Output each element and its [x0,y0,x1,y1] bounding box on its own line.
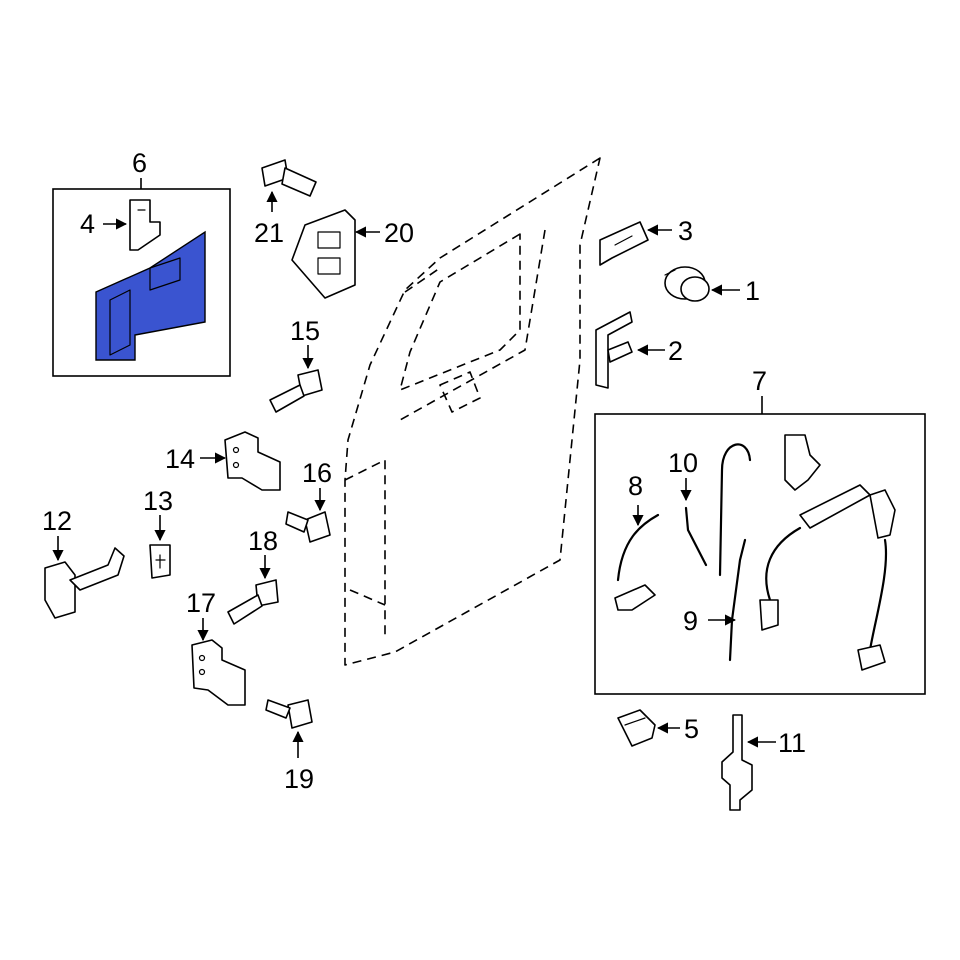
lock-actuator[interactable] [759,434,896,671]
part-15-bolt[interactable] [269,369,323,413]
part-3-clip[interactable] [599,221,649,266]
part-16-bolt[interactable] [285,511,331,543]
callout-19: 19 [284,764,314,794]
callout-12: 12 [42,506,72,536]
part-2-bracket[interactable] [595,311,633,389]
callout-3: 3 [678,216,693,246]
part-14-hinge[interactable] [224,431,281,491]
callout-4: 4 [80,209,95,239]
door-outline [344,157,601,666]
part-5-bumper[interactable] [617,709,656,747]
part-9-rod[interactable] [728,538,747,662]
callout-6: 6 [132,148,147,178]
highlighted-part-door-shield[interactable] [95,230,206,361]
kit-box-7 [594,413,926,695]
part-13-clip[interactable] [149,544,171,579]
part-4-clip[interactable] [129,199,161,251]
callout-15: 15 [290,316,320,346]
part-17-hinge[interactable] [191,639,246,706]
callout-8: 8 [628,471,643,501]
callout-21: 21 [254,218,284,248]
part-12-handle[interactable] [44,547,125,619]
part-1-plug[interactable] [664,266,710,302]
part-19-bolt[interactable] [265,699,313,729]
callout-2: 2 [668,336,683,366]
callout-18: 18 [248,526,278,556]
part-8-cable[interactable] [614,513,660,611]
part-20-striker[interactable] [291,209,356,299]
callout-7: 7 [752,366,767,396]
callout-10: 10 [668,448,698,478]
callout-13: 13 [143,486,173,516]
callout-14: 14 [165,444,195,474]
callout-9: 9 [683,606,698,636]
callout-20: 20 [384,218,414,248]
callout-1: 1 [745,276,760,306]
callout-5: 5 [684,714,699,744]
callout-11: 11 [778,728,806,758]
part-21-bolt[interactable] [261,159,317,197]
callout-16: 16 [302,458,332,488]
part-10-rod[interactable] [684,443,752,577]
callout-17: 17 [186,588,216,618]
part-18-bolt[interactable] [227,579,279,625]
part-11-latch-rod[interactable] [721,714,753,811]
